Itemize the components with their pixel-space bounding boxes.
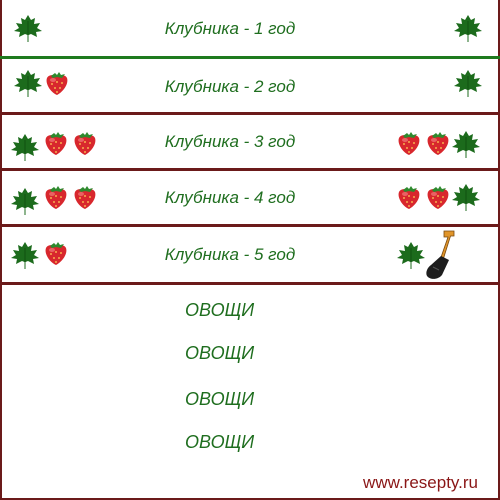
row-year-1: Клубника - 1 год: [0, 0, 500, 57]
vegetables-label: ОВОЩИ: [185, 343, 255, 363]
vegetables-label: ОВОЩИ: [185, 300, 255, 320]
divider-line: [0, 168, 500, 171]
row-year-4: Клубника - 4 год: [0, 171, 500, 224]
row-label: Клубника - 2 год: [164, 77, 296, 96]
leaf-icon: [451, 129, 481, 159]
vegetables-label: ОВОЩИ: [185, 389, 255, 409]
strawberry-icon: [395, 129, 423, 157]
leaf-icon: [453, 68, 483, 98]
shovel-icon: [426, 230, 455, 279]
row-year-3: Клубника - 3 год: [0, 115, 500, 168]
divider-line: [0, 112, 500, 115]
row-label: Клубника - 3 год: [164, 132, 296, 151]
leaf-icon: [451, 182, 481, 212]
divider-line: [0, 224, 500, 227]
row-year-2: Клубника - 2 год: [0, 60, 500, 112]
leaf-icon: [453, 13, 483, 43]
row-year-5: Клубника - 5 год: [0, 227, 500, 283]
strawberry-icon: [424, 129, 452, 157]
row-label: Клубника - 4 год: [164, 188, 296, 207]
strawberry-icon: [395, 183, 423, 211]
strawberry-icon: [424, 183, 452, 211]
row-label: Клубника - 1 год: [164, 19, 296, 38]
row-label: Клубника - 5 год: [164, 245, 296, 264]
site-watermark: www.resepty.ru: [363, 473, 478, 492]
divider-line: [0, 56, 500, 59]
vegetables-label: ОВОЩИ: [185, 432, 255, 452]
divider-line: [0, 282, 500, 285]
